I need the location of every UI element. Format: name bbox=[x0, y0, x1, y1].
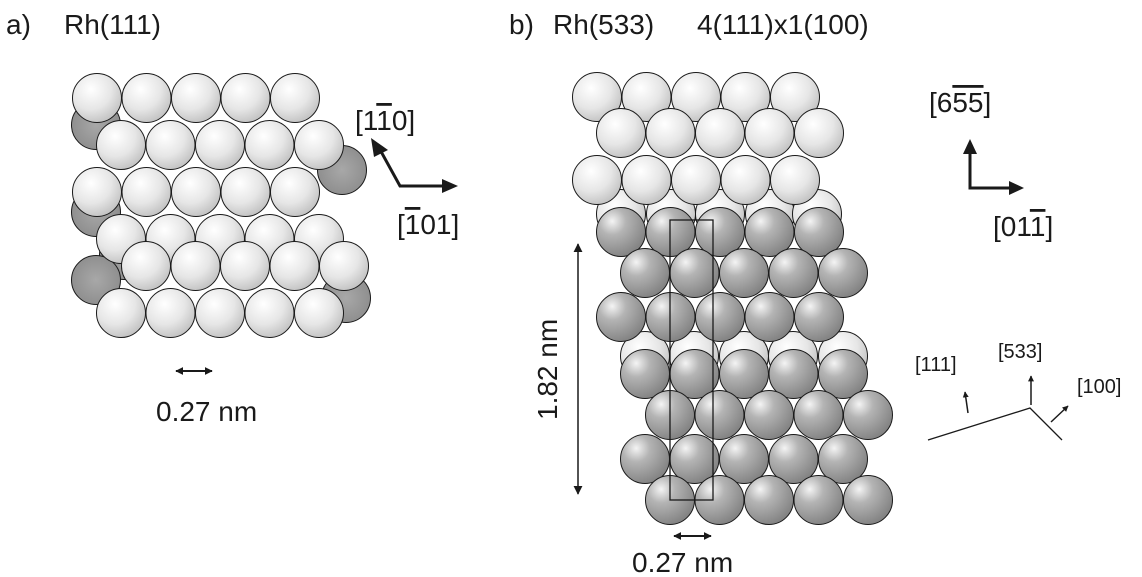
profile-111-label: [111] bbox=[915, 354, 957, 376]
terrace-atom-upper bbox=[794, 108, 844, 158]
terrace-atom-lower bbox=[744, 390, 794, 440]
rh533-spacing-label: 0.27 nm bbox=[632, 547, 733, 577]
rh111-direction-up-arrowhead bbox=[371, 138, 388, 157]
rh533-unit-cell bbox=[669, 219, 714, 501]
profile-100-label: [100] bbox=[1077, 376, 1121, 398]
panel-b-notation: 4(111)x1(100) bbox=[697, 9, 869, 40]
terrace-atom-lower bbox=[818, 248, 868, 298]
terrace-atom-upper bbox=[770, 72, 820, 122]
surface-atom bbox=[145, 288, 196, 338]
surface-atom bbox=[121, 241, 171, 291]
terrace-atom-lower bbox=[596, 292, 646, 342]
terrace-atom-lower bbox=[744, 475, 794, 525]
rh533-direction-right-arrowhead bbox=[1009, 181, 1024, 195]
panel-b-label: b) bbox=[509, 9, 534, 40]
surface-atom bbox=[171, 73, 221, 123]
terrace-atom-lower bbox=[620, 248, 670, 298]
profile-533-label: [533] bbox=[998, 341, 1042, 363]
terrace-atom-lower bbox=[818, 349, 868, 399]
panel-b-title: Rh(533) bbox=[553, 9, 654, 40]
terrace-atom-lower bbox=[620, 349, 670, 399]
terrace-atom-upper bbox=[621, 155, 672, 205]
terrace-atom-lower bbox=[793, 475, 844, 525]
rh533-terraces bbox=[572, 72, 893, 525]
terrace-atom-lower bbox=[794, 207, 844, 257]
rh533-profile-outline bbox=[927, 407, 1063, 441]
panel-a-title: Rh(111) bbox=[64, 9, 161, 40]
terrace-atom-upper bbox=[720, 155, 771, 205]
terrace-atom-lower bbox=[669, 248, 720, 298]
surface-atom bbox=[294, 120, 344, 170]
rh533-step-profile: [111] [533] [100] bbox=[915, 341, 1121, 441]
rh111-spacing-label: 0.27 nm bbox=[156, 396, 257, 427]
rh111-atom-lattice bbox=[71, 73, 371, 338]
rh111-direction-right-label: [101] bbox=[397, 209, 459, 240]
surface-atom bbox=[145, 120, 196, 170]
rh533-direction-indicator: [655] [011] bbox=[929, 87, 1053, 242]
surface-atom bbox=[244, 288, 295, 338]
terrace-atom-lower bbox=[719, 248, 769, 298]
surface-atom bbox=[319, 241, 369, 291]
terrace-atom-lower bbox=[843, 475, 893, 525]
surface-atom bbox=[121, 73, 172, 123]
surface-atom bbox=[72, 73, 122, 123]
terrace-atom-lower bbox=[818, 434, 868, 484]
terrace-atom-lower bbox=[620, 434, 670, 484]
panel-a-label: a) bbox=[6, 9, 31, 40]
panel-a: a) Rh(111) 0.27 nm [110] [101] bbox=[6, 9, 459, 427]
rh111-direction-indicator: [110] [101] bbox=[355, 105, 459, 240]
terrace-atom-upper bbox=[671, 155, 721, 205]
profile-111-arrow bbox=[962, 391, 969, 414]
surface-atom bbox=[220, 241, 270, 291]
rh111-direction-axes bbox=[376, 145, 452, 188]
panel-b: b) Rh(533) 4(111)x1(100) 1.82 nm 0.27 nm… bbox=[509, 9, 1121, 577]
surface-atom bbox=[171, 167, 221, 217]
surface-atom bbox=[270, 167, 320, 217]
surface-atom bbox=[270, 73, 320, 123]
terrace-atom-lower bbox=[843, 390, 893, 440]
terrace-atom-lower bbox=[793, 390, 844, 440]
surface-atom bbox=[170, 241, 221, 291]
rh111-direction-right-arrowhead bbox=[442, 179, 458, 193]
surface-atom bbox=[195, 288, 245, 338]
terrace-atom-upper bbox=[770, 155, 820, 205]
terrace-atom-upper bbox=[645, 108, 696, 158]
surface-atom bbox=[294, 288, 344, 338]
rh533-atom-lattice bbox=[572, 72, 893, 525]
surface-atom bbox=[220, 73, 271, 123]
rh533-direction-up-arrowhead bbox=[963, 139, 977, 154]
surface-atom bbox=[121, 167, 172, 217]
profile-100-arrow bbox=[1050, 405, 1069, 423]
surface-atom bbox=[96, 120, 146, 170]
rh533-direction-up-label: [655] bbox=[929, 87, 991, 118]
surface-atom bbox=[244, 120, 295, 170]
surface-atom bbox=[72, 167, 122, 217]
surface-atom bbox=[220, 167, 271, 217]
terrace-atom-lower bbox=[744, 292, 795, 342]
terrace-atom-lower bbox=[768, 248, 819, 298]
terrace-atom-upper bbox=[695, 108, 745, 158]
terrace-atom-lower bbox=[794, 292, 844, 342]
surface-atom bbox=[96, 288, 146, 338]
surface-atom bbox=[195, 120, 245, 170]
rh111-direction-up-label: [110] bbox=[355, 105, 415, 136]
terrace-atom-upper bbox=[596, 108, 646, 158]
terrace-atom-lower bbox=[695, 292, 745, 342]
terrace-atom-lower bbox=[694, 390, 745, 440]
terrace-atom-upper bbox=[572, 155, 622, 205]
surface-atom bbox=[269, 241, 320, 291]
rh111-top-layer bbox=[72, 73, 369, 338]
terrace-atom-upper bbox=[744, 108, 795, 158]
rh533-direction-axes bbox=[968, 152, 1014, 190]
rh533-height-label: 1.82 nm bbox=[532, 319, 563, 420]
rh533-direction-right-label: [011] bbox=[993, 211, 1053, 242]
